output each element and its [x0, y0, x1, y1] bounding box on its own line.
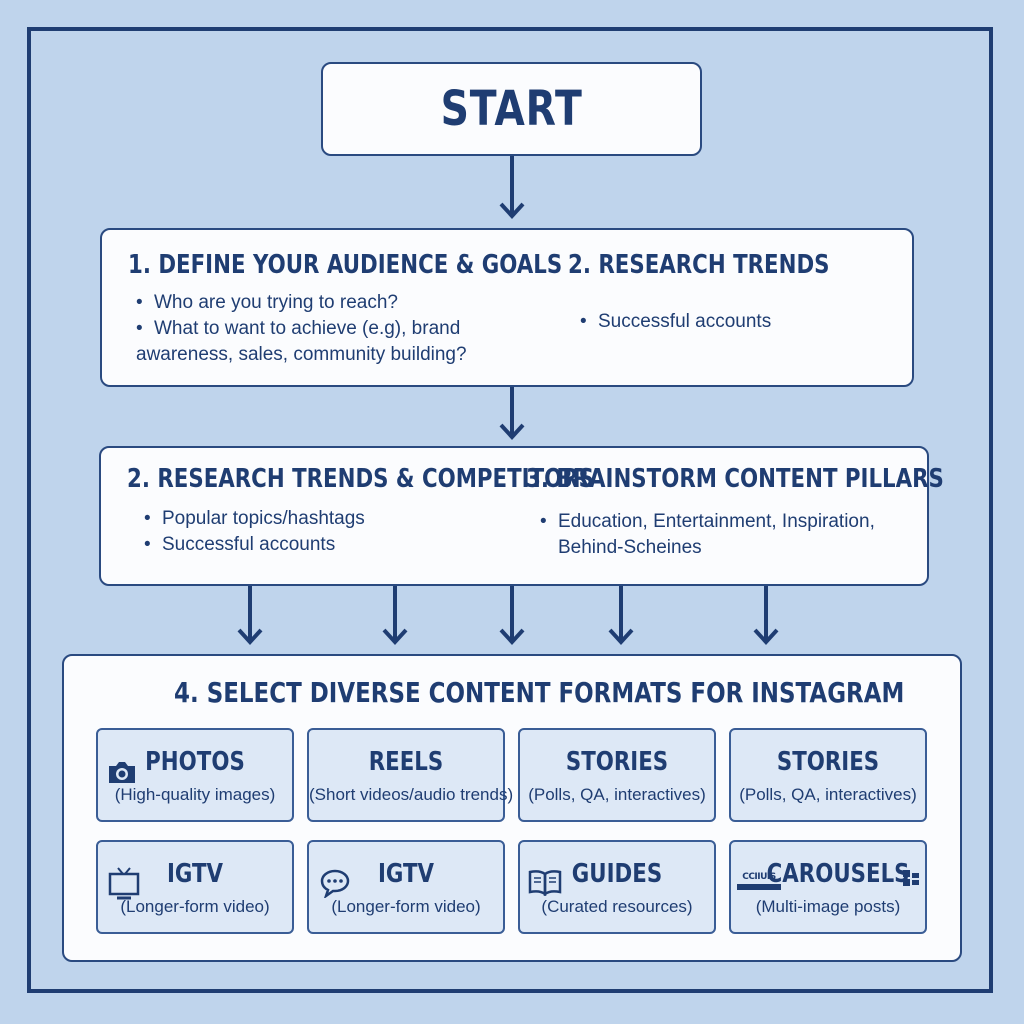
step1-title: 1. DEFINE YOUR AUDIENCE & GOALS: [128, 250, 563, 280]
step2b-bullet: Successful accounts: [144, 532, 504, 558]
step3-bullet-list: Education, Entertainment, Inspiration, Be…: [540, 509, 920, 561]
step3-bullet-line: Behind-Scheines: [558, 537, 702, 558]
diagram-frame: [27, 27, 993, 993]
format-desc: (Longer-form video): [120, 897, 270, 916]
step1-bullet: Who are you trying to reach?: [136, 290, 556, 316]
format-name: IGTV: [377, 859, 435, 889]
arrow-step3-to-formats: [382, 586, 408, 645]
format-desc: (Multi-image posts): [755, 897, 901, 916]
tv-icon: [108, 867, 140, 900]
format-name: STORIES: [776, 747, 880, 777]
format-name: PHOTOS: [145, 747, 245, 777]
format-card-stories: STORIES (Polls, QA, interactives): [518, 728, 716, 822]
arrow-start-to-step1: [499, 156, 525, 219]
step1-bullet-line: awareness, sales, community building?: [136, 344, 467, 365]
format-desc: (Short videos/audio trends): [309, 785, 514, 804]
step1-bullet: What to want to achieve (e.g), brand awar…: [136, 316, 556, 368]
step2-title: 2. RESEARCH TRENDS: [568, 250, 830, 280]
formats-container: 4. SELECT DIVERSE CONTENT FORMATS FOR IN…: [62, 654, 962, 962]
step2-bullet: Successful accounts: [580, 309, 880, 335]
arrow-step3-to-formats: [499, 586, 525, 645]
grid-squares-icon: [903, 870, 919, 886]
arrow-step3-to-formats: [753, 586, 779, 645]
step3-bullet-line: Education, Entertainment, Inspiration,: [558, 511, 875, 532]
format-card-stories: STORIES (Polls, QA, interactives): [729, 728, 927, 822]
chat-bubble-icon: [320, 869, 350, 898]
carousel-icon-text: CCIIUIS: [742, 872, 776, 882]
format-desc: (Polls, QA, interactives): [739, 785, 917, 804]
step2b-title: 2. RESEARCH TRENDS & COMPETITORS: [127, 464, 595, 494]
carousel-icon-bar: [737, 884, 781, 890]
start-label: START: [440, 81, 583, 137]
step2b-bullet: Popular topics/hashtags: [144, 506, 504, 532]
formats-title: 4. SELECT DIVERSE CONTENT FORMATS FOR IN…: [174, 676, 905, 709]
carousel-icon: CCIIUIS: [737, 872, 781, 894]
arrow-step3-to-formats: [237, 586, 263, 645]
step2b-bullet-list: Popular topics/hashtags Successful accou…: [144, 506, 504, 558]
format-name: REELS: [368, 747, 444, 777]
start-node: START: [321, 62, 702, 156]
format-name: IGTV: [166, 859, 224, 889]
step1-bullet-list: Who are you trying to reach? What to wan…: [136, 290, 556, 368]
format-card-photos: PHOTOS (High-quality images): [96, 728, 294, 822]
camera-icon: [109, 762, 135, 783]
format-name: GUIDES: [571, 859, 663, 889]
step2-bullet-list: Successful accounts: [580, 309, 880, 335]
arrow-step3-to-formats: [608, 586, 634, 645]
format-desc: (Polls, QA, interactives): [528, 785, 706, 804]
step1-bullet-line: What to want to achieve (e.g), brand: [154, 318, 461, 339]
arrow-step1-to-step2: [499, 387, 525, 440]
step-box-row1: 1. DEFINE YOUR AUDIENCE & GOALS Who are …: [100, 228, 914, 387]
book-icon: [528, 870, 562, 896]
format-card-igtv: IGTV (Longer-form video): [96, 840, 294, 934]
format-desc: (High-quality images): [114, 785, 276, 804]
step3-title: 3. BRAINSTORM CONTENT PILLARS: [526, 464, 944, 494]
format-card-guides: GUIDES (Curated resources): [518, 840, 716, 934]
step-box-row2: 2. RESEARCH TRENDS & COMPETITORS Popular…: [99, 446, 944, 586]
format-name: CAROUSELS: [766, 859, 910, 889]
format-card-igtv: IGTV (Longer-form video): [307, 840, 505, 934]
format-desc: (Curated resources): [541, 897, 693, 916]
format-card-reels: REELS (Short videos/audio trends): [307, 728, 514, 822]
format-desc: (Longer-form video): [331, 897, 481, 916]
format-name: STORIES: [565, 747, 669, 777]
step3-bullet: Education, Entertainment, Inspiration, Be…: [540, 509, 920, 561]
format-card-carousels: CCIIUIS CAROUSELS (Multi-image posts): [729, 840, 927, 934]
